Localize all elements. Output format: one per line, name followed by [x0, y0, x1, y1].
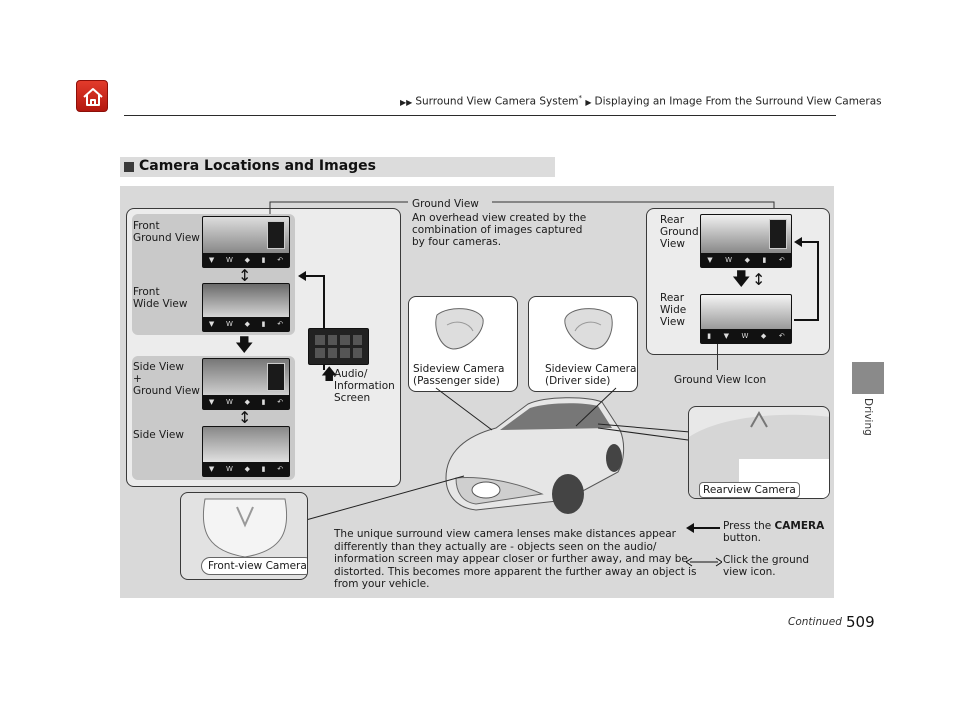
screen-rear-wide-view: ▮▼W◆↶: [700, 294, 792, 344]
label-rearview-camera: Rearview Camera: [699, 482, 800, 498]
breadcrumb-arrow-icon: ▶: [585, 97, 592, 107]
legend-press-camera: Press the CAMERA button.: [723, 520, 825, 544]
screen-side-ground-view: ▼W◆▮↶: [202, 358, 290, 410]
ground-view-description: An overhead view created by the combinat…: [412, 212, 587, 248]
screen-front-wide-view: ▼W◆▮↶: [202, 283, 290, 332]
chapter-tab[interactable]: [852, 362, 884, 394]
camera-figure: Front Ground View ▼W◆▮↶ ↕ Front Wide Vie…: [120, 186, 834, 598]
label-side-view: Side View: [133, 429, 184, 441]
callout-front-view-camera: Front-view Camera: [180, 492, 308, 580]
breadcrumb-link-surround-view[interactable]: Surround View Camera System: [415, 95, 579, 108]
ground-view-icon[interactable]: ▮: [707, 332, 712, 340]
page-number: 509: [846, 613, 875, 631]
screen-rear-ground-view: ▼W◆▮↶: [700, 214, 792, 268]
label-rear-ground-view: Rear Ground View: [660, 214, 699, 250]
label-front-ground-view: Front Ground View: [133, 220, 200, 244]
section-heading-bar: [120, 157, 555, 177]
audio-information-screen: [308, 328, 369, 365]
screen-front-ground-view: ▼W◆▮↶: [202, 216, 290, 268]
section-title: Camera Locations and Images: [139, 158, 377, 174]
home-button[interactable]: [76, 80, 108, 112]
up-arrow-icon: 🡅: [321, 364, 338, 383]
toggle-arrow-icon: ↕: [238, 408, 252, 427]
breadcrumb-link-displaying-image[interactable]: Displaying an Image From the Surround Vi…: [594, 95, 882, 108]
continued-label: Continued: [788, 616, 842, 628]
down-arrow-icon: 🡇: [235, 335, 254, 356]
label-audio-information-screen: Audio/ Information Screen: [334, 368, 395, 404]
right-bracket-arrow: [794, 237, 819, 321]
callout-sideview-driver: Sideview Camera (Driver side): [528, 296, 638, 392]
header-rule: [124, 115, 836, 116]
home-icon: [83, 88, 103, 106]
label-sideview-driver: Sideview Camera (Driver side): [545, 363, 637, 387]
label-rear-wide-view: Rear Wide View: [660, 292, 687, 328]
camera-leader-lines: [305, 387, 691, 521]
label-ground-view-icon: Ground View Icon: [674, 374, 767, 386]
mirror-driver-illustration: [564, 308, 613, 350]
section-square-icon: [124, 162, 134, 172]
legend-click-ground-view: Click the ground view icon.: [723, 554, 810, 578]
breadcrumb: ▶▶Surround View Camera System* ▶Displayi…: [400, 94, 882, 108]
ground-view-title: Ground View: [412, 198, 479, 210]
ground-view-icon-leader: [717, 344, 718, 370]
toggle-arrow-icon: ↕: [238, 266, 252, 285]
footnote-star: *: [578, 94, 583, 102]
press-arrow-icon: [686, 523, 720, 533]
screen-side-view: ▼W◆▮↶: [202, 426, 290, 477]
toggle-arrow-icon: ↕: [752, 270, 766, 289]
chapter-label: Driving: [862, 398, 874, 436]
label-side-ground-view: Side View + Ground View: [133, 361, 200, 397]
click-arrow-icon: [686, 557, 722, 567]
breadcrumb-arrow-icon: ▶▶: [400, 97, 413, 107]
label-front-view-camera: Front-view Camera: [201, 557, 307, 575]
label-front-wide-view: Front Wide View: [133, 286, 188, 310]
callout-rearview-camera: Rearview Camera: [688, 406, 830, 499]
mirror-passenger-illustration: [435, 308, 484, 350]
vehicle-illustration: [445, 397, 625, 514]
front-grille-illustration: [202, 498, 288, 558]
callout-sideview-passenger: Sideview Camera (Passenger side): [408, 296, 518, 392]
label-sideview-passenger: Sideview Camera (Passenger side): [413, 363, 505, 387]
down-arrow-icon: 🡇: [732, 269, 751, 290]
lens-distortion-note: The unique surround view camera lenses m…: [334, 528, 697, 590]
